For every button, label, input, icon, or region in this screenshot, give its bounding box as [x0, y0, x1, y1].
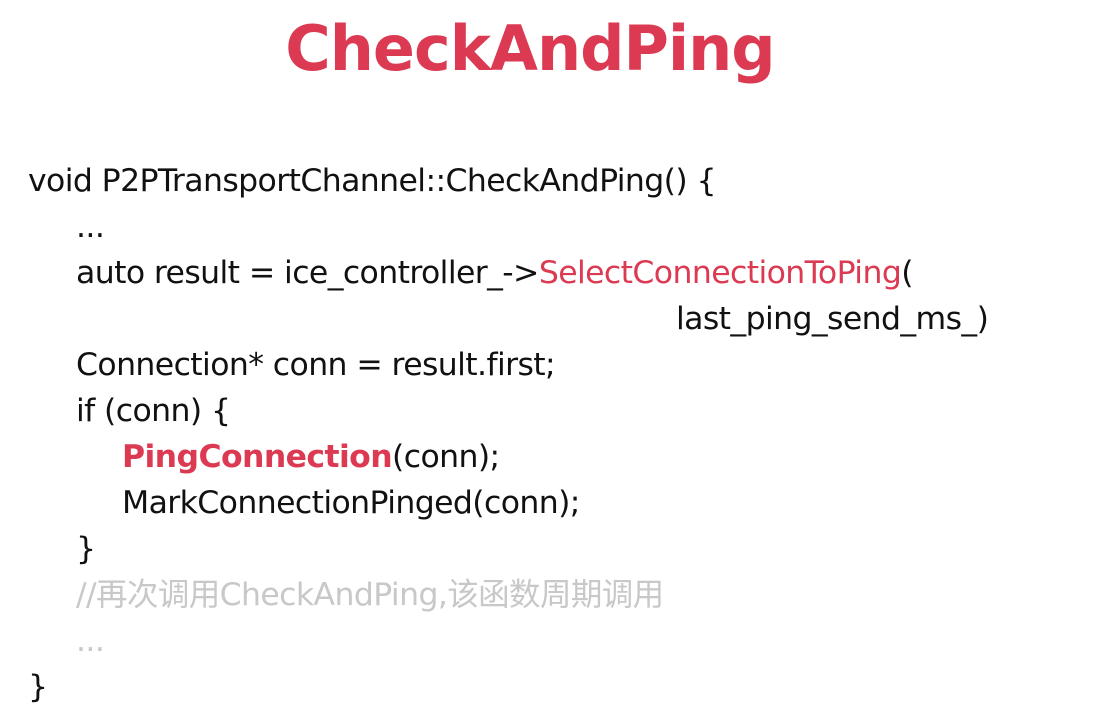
- code-text: if (conn) {: [76, 393, 231, 429]
- code-line-ellipsis-bottom: ...: [28, 618, 1103, 664]
- code-text: }: [76, 531, 96, 567]
- code-text: ...: [76, 209, 105, 245]
- code-text: Connection* conn = result.first;: [76, 347, 556, 383]
- code-text: last_ping_send_ms_): [676, 301, 989, 337]
- slide-title: CheckAndPing: [285, 12, 775, 85]
- code-line-signature: void P2PTransportChannel::CheckAndPing()…: [28, 158, 1103, 204]
- code-line-select-args: last_ping_send_ms_): [28, 296, 1103, 342]
- code-text: MarkConnectionPinged(conn);: [122, 485, 580, 521]
- code-line-select-call: auto result = ice_controller_->SelectCon…: [28, 250, 1103, 296]
- code-block: void P2PTransportChannel::CheckAndPing()…: [28, 158, 1103, 710]
- code-line-if-close: }: [28, 526, 1103, 572]
- code-text: }: [28, 669, 48, 705]
- code-line-close: }: [28, 664, 1103, 710]
- highlight-select-connection-to-ping: SelectConnectionToPing: [538, 255, 902, 291]
- code-text: ...: [76, 623, 105, 659]
- code-line-ping-connection: PingConnection(conn);: [28, 434, 1103, 480]
- code-line-comment: //再次调用CheckAndPing,该函数周期调用: [28, 572, 1103, 618]
- code-comment: //再次调用CheckAndPing,该函数周期调用: [76, 577, 664, 613]
- code-line-connection: Connection* conn = result.first;: [28, 342, 1103, 388]
- code-text: auto result = ice_controller_->: [76, 255, 539, 291]
- code-text: void P2PTransportChannel::CheckAndPing()…: [28, 163, 717, 199]
- code-text: (: [901, 255, 913, 291]
- code-line-ellipsis-top: ...: [28, 204, 1103, 250]
- code-line-if: if (conn) {: [28, 388, 1103, 434]
- highlight-ping-connection: PingConnection: [122, 439, 393, 475]
- code-text: (conn);: [392, 439, 500, 475]
- code-line-mark-pinged: MarkConnectionPinged(conn);: [28, 480, 1103, 526]
